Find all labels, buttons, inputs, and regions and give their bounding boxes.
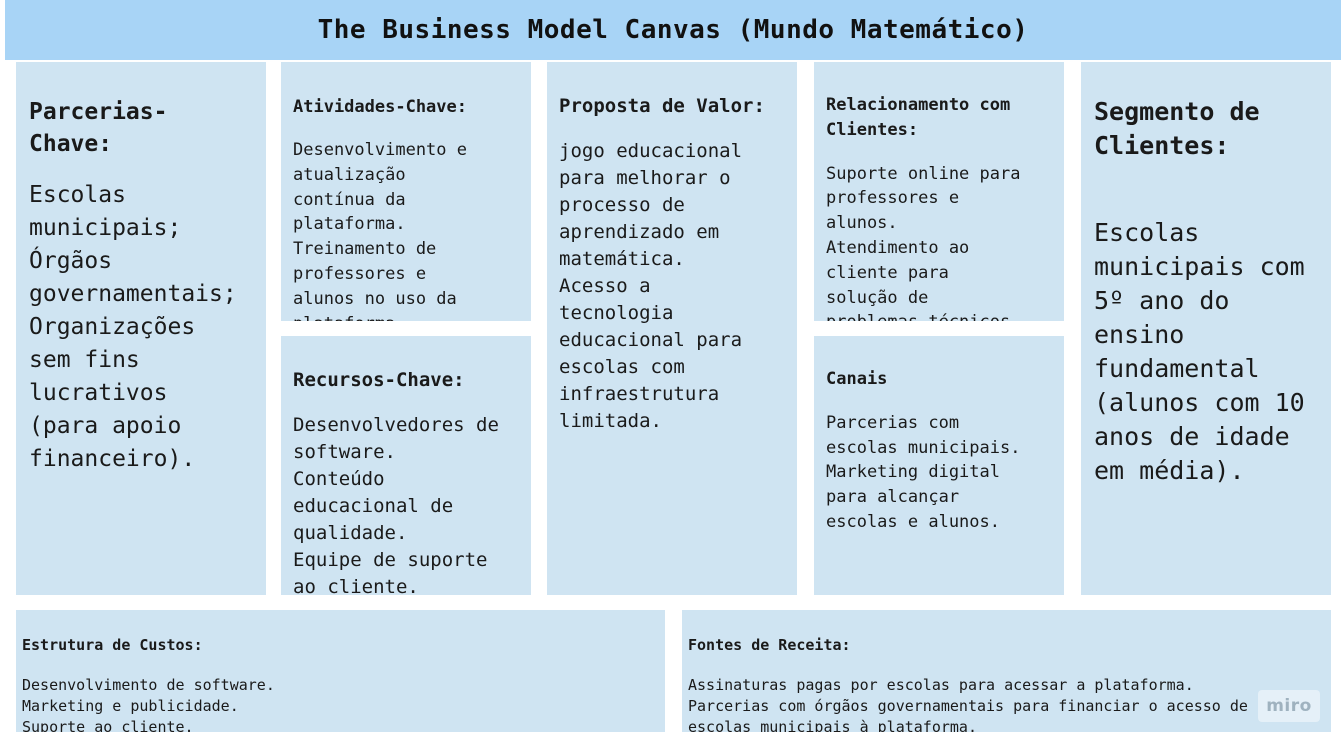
revenue-streams-body: Assinaturas pagas por escolas para acess…	[688, 676, 1248, 732]
channels-body: Parcerias com escolas municipais. Market…	[826, 412, 1021, 532]
miro-logo-text: miro	[1266, 696, 1312, 716]
cost-structure-body: Desenvolvimento de software. Marketing e…	[22, 676, 275, 732]
sticky-value-proposition[interactable]: Proposta de Valor: jogo educacional para…	[547, 62, 797, 595]
cost-structure-title: Estrutura de Custos:	[22, 636, 203, 654]
sticky-key-partners[interactable]: Parcerias- Chave: Escolas municipais; Ór…	[16, 62, 266, 595]
sticky-channels[interactable]: Canais Parcerias com escolas municipais.…	[814, 336, 1064, 595]
key-resources-title: Recursos-Chave:	[293, 369, 465, 391]
canvas-header: The Business Model Canvas (Mundo Matemát…	[5, 0, 1341, 60]
sticky-customer-relationships[interactable]: Relacionamento com Clientes: Suporte onl…	[814, 62, 1064, 321]
canvas-title: The Business Model Canvas (Mundo Matemát…	[317, 15, 1029, 45]
key-activities-body: Desenvolvimento e atualização contínua d…	[293, 140, 467, 321]
sticky-key-resources[interactable]: Recursos-Chave: Desenvolvedores de softw…	[281, 336, 531, 595]
key-resources-body: Desenvolvedores de software. Conteúdo ed…	[293, 414, 499, 595]
value-proposition-title: Proposta de Valor:	[559, 95, 765, 117]
sticky-key-activities[interactable]: Atividades-Chave: Desenvolvimento e atua…	[281, 62, 531, 321]
customer-segments-body: Escolas municipais com 5º ano do ensino …	[1094, 218, 1305, 485]
value-proposition-body: jogo educacional para melhorar o process…	[559, 140, 743, 432]
key-partners-title: Parcerias- Chave:	[29, 99, 168, 157]
channels-title: Canais	[826, 369, 888, 389]
key-partners-body: Escolas municipais; Órgãos governamentai…	[29, 182, 237, 472]
sticky-customer-segments[interactable]: Segmento de Clientes: Escolas municipais…	[1081, 62, 1331, 595]
revenue-streams-title: Fontes de Receita:	[688, 636, 851, 654]
sticky-revenue-streams[interactable]: Fontes de Receita: Assinaturas pagas por…	[682, 610, 1331, 732]
customer-relationships-title: Relacionamento com Clientes:	[826, 95, 1011, 140]
key-activities-title: Atividades-Chave:	[293, 97, 467, 117]
customer-relationships-body: Suporte online para professores e alunos…	[826, 163, 1021, 321]
sticky-cost-structure[interactable]: Estrutura de Custos: Desenvolvimento de …	[16, 610, 665, 732]
customer-segments-title: Segmento de Clientes:	[1094, 97, 1260, 160]
miro-logo[interactable]: miro	[1258, 690, 1320, 722]
